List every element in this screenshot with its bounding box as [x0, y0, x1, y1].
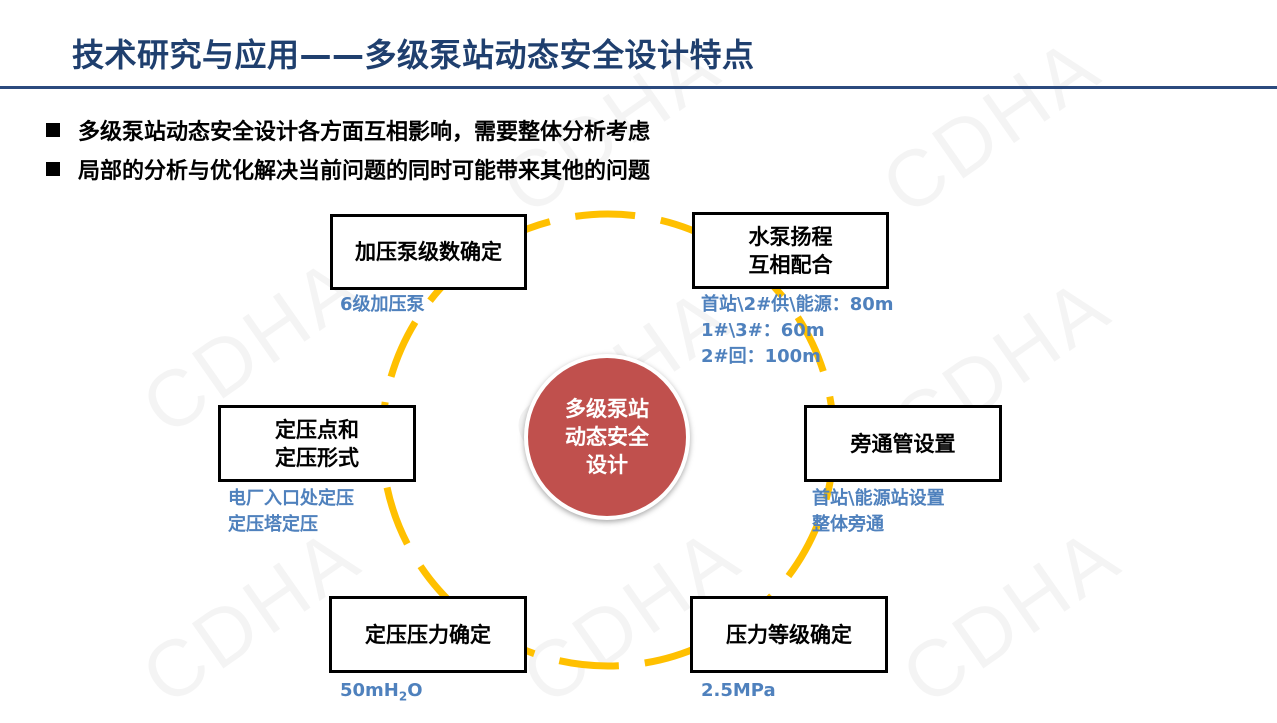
center-text: 动态安全 [565, 425, 649, 449]
node-pressure-grade: 压力等级确定 [690, 596, 888, 673]
node-note: 6级加压泵 [340, 294, 425, 315]
node-note: 2.5MPa [701, 680, 776, 701]
node-bypass: 旁通管设置 [804, 405, 1002, 482]
title-divider [0, 86, 1277, 89]
node-note: 50mH2O [340, 680, 423, 704]
node-pressure-value: 定压压力确定 [329, 596, 527, 673]
square-bullet-icon [46, 123, 60, 137]
bullet-item: 多级泵站动态安全设计各方面互相影响，需要整体分析考虑 [46, 114, 650, 146]
bullet-text: 局部的分析与优化解决当前问题的同时可能带来其他的问题 [78, 159, 651, 184]
node-pump-stages: 加压泵级数确定 [330, 214, 527, 290]
node-note: 电厂入口处定压定压塔定压 [228, 488, 354, 535]
square-bullet-icon [46, 162, 60, 176]
slide-title: 技术研究与应用——多级泵站动态安全设计特点 [72, 36, 755, 74]
bullet-text: 多级泵站动态安全设计各方面互相影响，需要整体分析考虑 [78, 120, 651, 145]
node-note: 首站\能源站设置整体旁通 [812, 488, 945, 535]
bullet-item: 局部的分析与优化解决当前问题的同时可能带来其他的问题 [46, 153, 650, 185]
center-text: 设计 [586, 453, 628, 477]
center-circle: 多级泵站 动态安全 设计 [524, 354, 690, 520]
node-pressure-point: 定压点和定压形式 [218, 405, 416, 482]
center-text: 多级泵站 [565, 397, 649, 421]
node-pump-head: 水泵扬程互相配合 [692, 212, 889, 289]
